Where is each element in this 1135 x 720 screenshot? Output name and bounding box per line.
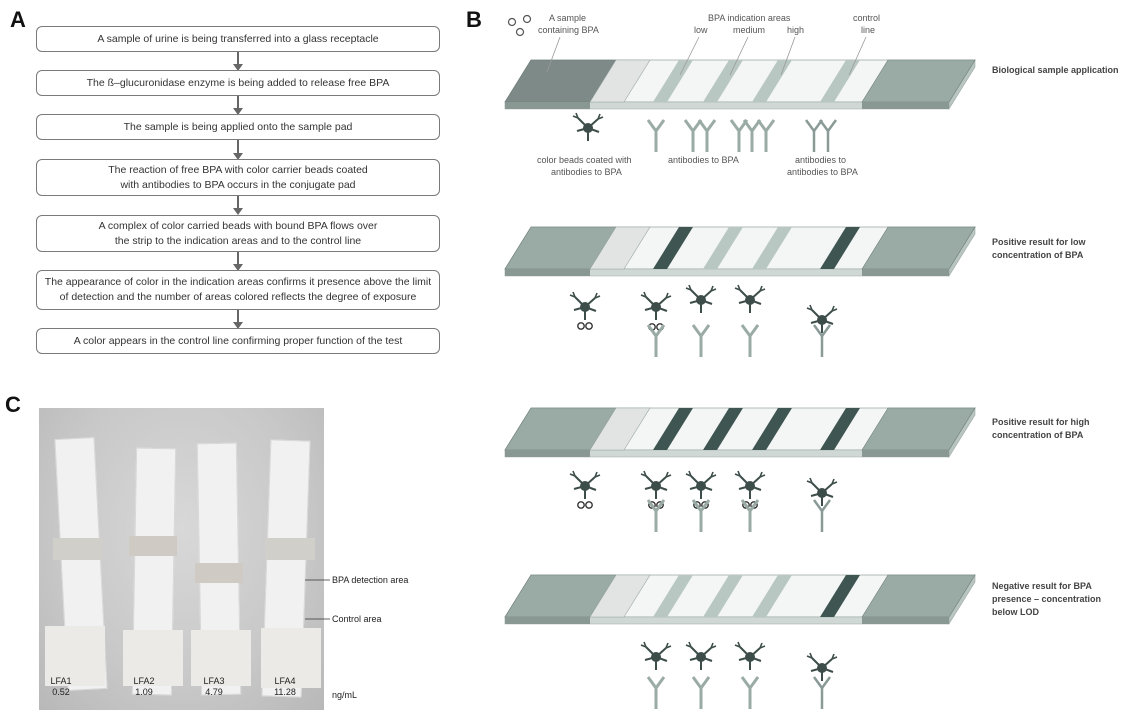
flow-step-4: The reaction of free BPA with color carr…	[36, 159, 440, 196]
svg-text:Positive result for low: Positive result for low	[992, 237, 1087, 247]
flow-arrow	[233, 52, 243, 71]
flow-step-7: A color appears in the control line conf…	[36, 328, 440, 354]
medium-label: medium	[733, 25, 765, 35]
svg-text:concentration of BPA: concentration of BPA	[992, 430, 1084, 440]
flow-step-6: The appearance of color in the indicatio…	[36, 270, 440, 310]
flow-arrow	[233, 96, 243, 115]
indication-areas-label: BPA indication areas	[708, 13, 791, 23]
flow-arrow	[233, 252, 243, 271]
sample-icon	[507, 14, 532, 37]
sample-pad	[265, 538, 315, 560]
sample-label-2: containing BPA	[538, 25, 599, 35]
test-strips	[504, 58, 976, 626]
test-strip-3	[504, 406, 976, 459]
sample-pad	[53, 538, 103, 560]
svg-text:presence – concentration: presence – concentration	[992, 594, 1101, 604]
absorbent-pad	[45, 626, 105, 686]
beads-label-1: color beads coated with	[537, 155, 632, 165]
unit-label: ng/mL	[332, 690, 358, 700]
flow-step-1: A sample of urine is being transferred i…	[36, 26, 440, 52]
flow-step-2: The ß–glucuronidase enzyme is being adde…	[36, 70, 440, 96]
absorbent-pad	[123, 630, 183, 686]
antibodies-label: antibodies to BPA	[668, 155, 739, 165]
low-label: low	[694, 25, 708, 35]
label-leader-lines	[546, 36, 867, 76]
control-label-1: control	[853, 13, 880, 23]
absorbent-pad	[261, 628, 321, 688]
sample-pad	[195, 563, 243, 583]
absorbent-pad	[191, 630, 251, 686]
panel-label-b: B	[466, 7, 482, 32]
flow-step-5: A complex of color carried beads with bo…	[36, 215, 440, 252]
high-label: high	[787, 25, 804, 35]
svg-text:concentration of BPA: concentration of BPA	[992, 250, 1084, 260]
sample-pad	[129, 536, 177, 556]
svg-text:Positive result for high: Positive result for high	[992, 417, 1090, 427]
detection-area-label: BPA detection area	[332, 575, 409, 585]
sample-label-1: A sample	[549, 13, 586, 23]
control-label-2: line	[861, 25, 875, 35]
svg-text:Negative result for BPA: Negative result for BPA	[992, 581, 1092, 591]
result-label-3: Positive result for high concentration o…	[992, 417, 1090, 440]
antibodies2-label-2: antibodies to BPA	[787, 167, 858, 177]
panel-label-c: C	[5, 392, 21, 417]
test-strip-2	[504, 225, 976, 278]
svg-text:Biological sample application: Biological sample application	[992, 65, 1119, 75]
beads-label-2: antibodies to BPA	[551, 167, 622, 177]
svg-text:below LOD: below LOD	[992, 607, 1040, 617]
flow-arrow	[233, 140, 243, 160]
antibodies2-label-1: antibodies to	[795, 155, 846, 165]
result-label-1: Biological sample application	[992, 65, 1119, 75]
test-strip-1	[504, 58, 976, 111]
result-label-2: Positive result for low concentration of…	[992, 237, 1087, 260]
panel-label-a: A	[10, 7, 26, 32]
flow-step-3: The sample is being applied onto the sam…	[36, 114, 440, 140]
flow-arrow	[233, 310, 243, 329]
test-strip-4	[504, 573, 976, 626]
control-area-label: Control area	[332, 614, 382, 624]
flow-arrow	[233, 196, 243, 215]
result-label-4: Negative result for BPA presence – conce…	[992, 581, 1101, 617]
